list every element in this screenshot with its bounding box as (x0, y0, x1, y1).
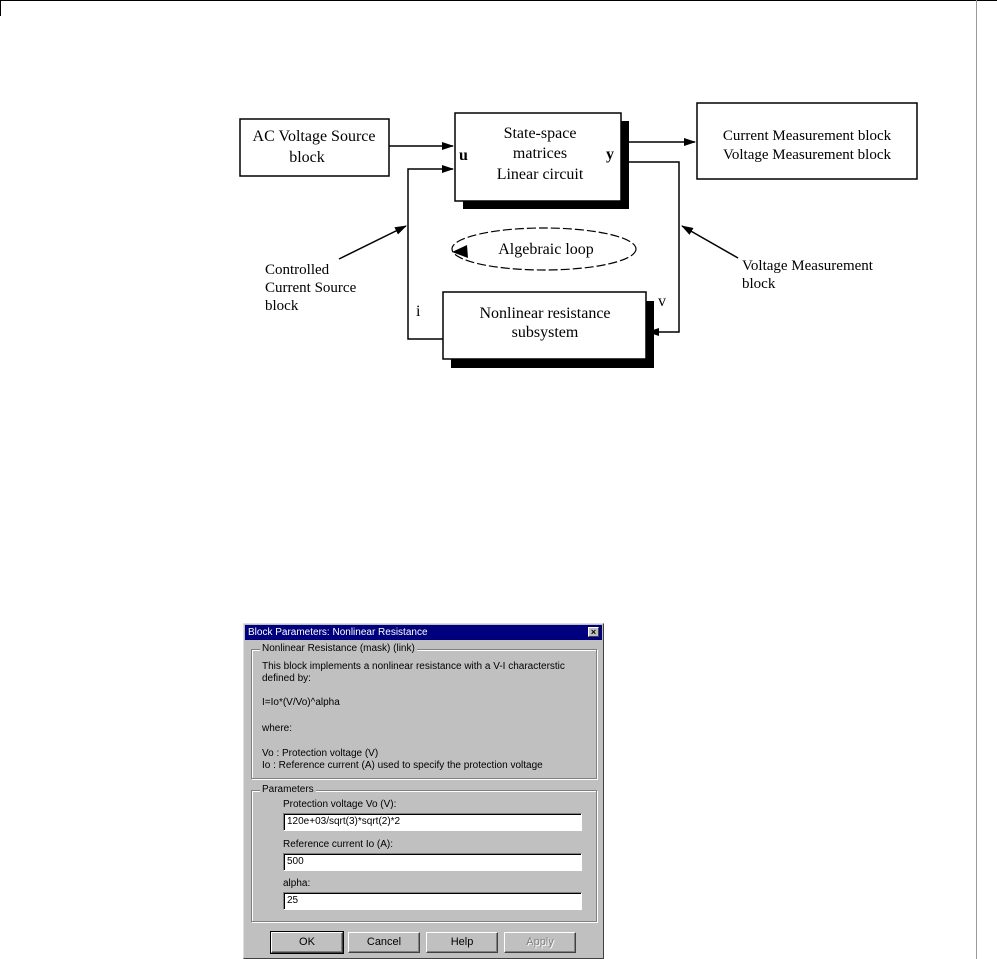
cancel-button[interactable]: Cancel (348, 932, 420, 953)
close-icon[interactable]: × (588, 627, 599, 637)
voltage-measurement-label: Voltage Measurement block (742, 258, 874, 292)
controlled-line-1: Controlled (265, 262, 330, 278)
protection-voltage-input[interactable]: 120e+03/sqrt(3)*sqrt(2)*2 (283, 813, 582, 831)
mask-description-group: Nonlinear Resistance (mask) (link) This … (251, 643, 597, 779)
controlled-line-3: block (265, 298, 299, 314)
page-top-rule (0, 0, 997, 1)
description-formula: I=Io*(V/Vo)^alpha (262, 697, 340, 708)
apply-button[interactable]: Apply (504, 932, 576, 953)
ac-voltage-source-block: AC Voltage Source block (239, 118, 390, 177)
port-u-label: u (459, 147, 468, 164)
protection-voltage-label: Protection voltage Vo (V): (283, 799, 397, 810)
voltage-meas-line-1: Voltage Measurement (742, 258, 874, 274)
parameters-group-title: Parameters (260, 784, 316, 796)
reference-current-label: Reference current Io (A): (283, 839, 394, 850)
algebraic-loop-label: Algebraic loop (498, 241, 594, 258)
port-i-label: i (416, 303, 421, 320)
connections (338, 138, 739, 340)
nonlinear-resistance-block: Nonlinear resistance subsystem (442, 291, 654, 368)
nonlinear-line-2: subsystem (512, 324, 579, 341)
nonlinear-line-1: Nonlinear resistance (479, 305, 610, 322)
parameters-group: Parameters Protection voltage Vo (V): 12… (251, 784, 597, 922)
controlled-line-2: Current Source (265, 280, 357, 296)
port-y-label: y (606, 146, 614, 163)
state-space-line-2: matrices (513, 145, 567, 162)
description-line: where: (262, 723, 293, 734)
block-parameters-dialog: Block Parameters: Nonlinear Resistance ×… (243, 623, 604, 959)
measurement-block: Current Measurement block Voltage Measur… (696, 102, 918, 180)
description-line: This block implements a nonlinear resist… (262, 661, 565, 672)
algebraic-loop-diagram: AC Voltage Source block State-space matr… (239, 102, 918, 368)
ok-button[interactable]: OK (270, 931, 344, 954)
dialog-titlebar[interactable]: Block Parameters: Nonlinear Resistance × (245, 625, 602, 640)
description-line: Io : Reference current (A) used to speci… (262, 760, 543, 771)
reference-current-input[interactable]: 500 (283, 853, 582, 871)
dialog-title: Block Parameters: Nonlinear Resistance (248, 627, 428, 638)
description-line: defined by: (262, 673, 311, 684)
mask-group-title: Nonlinear Resistance (mask) (link) (260, 643, 417, 655)
algebraic-loop-arrow: Algebraic loop (451, 227, 637, 271)
state-space-line-1: State-space (504, 125, 577, 142)
measurement-line-1: Current Measurement block (723, 128, 892, 144)
port-v-label: v (658, 293, 666, 310)
page-left-tick (0, 0, 1, 16)
voltage-meas-line-2: block (742, 276, 776, 292)
alpha-input[interactable]: 25 (283, 892, 582, 910)
state-space-block: State-space matrices Linear circuit u y (454, 112, 629, 209)
state-space-line-3: Linear circuit (497, 166, 584, 183)
page-right-rule (976, 0, 977, 959)
controlled-source-label: Controlled Current Source block (265, 262, 357, 314)
help-button[interactable]: Help (426, 932, 498, 953)
ac-source-line-2: block (289, 149, 325, 166)
description-line: Vo : Protection voltage (V) (262, 748, 379, 759)
measurement-line-2: Voltage Measurement block (723, 147, 892, 163)
ac-source-line-1: AC Voltage Source (253, 128, 376, 145)
alpha-label: alpha: (283, 878, 311, 889)
